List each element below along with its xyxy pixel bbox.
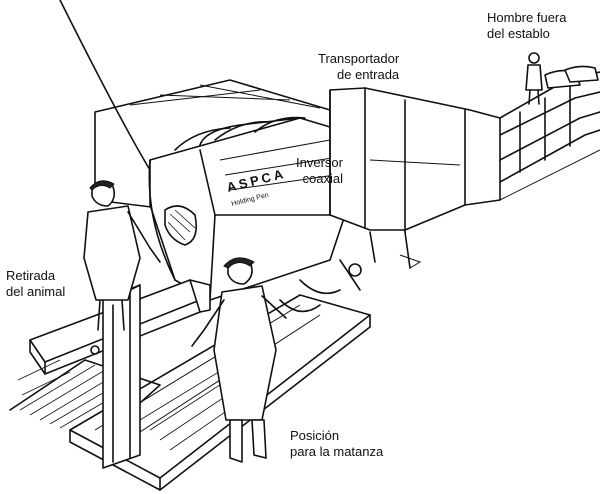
label-inversor-line2: coaxial bbox=[302, 171, 343, 186]
barn-roof-arc bbox=[59, 0, 151, 171]
label-posicion-line1: Posición bbox=[290, 428, 340, 443]
operator-killing-position bbox=[191, 257, 287, 463]
front-post bbox=[102, 284, 141, 469]
label-inversor: Inversor coaxial bbox=[296, 155, 343, 187]
label-transportador: Transportador de entrada bbox=[318, 51, 399, 83]
label-transportador-line1: Transportador bbox=[318, 51, 400, 66]
label-retirada-line1: Retirada bbox=[6, 268, 56, 283]
entrance-conveyor bbox=[329, 87, 501, 269]
man-outside-barn bbox=[525, 52, 599, 105]
label-retirada: Retirada del animal bbox=[6, 268, 65, 300]
label-hombre-fuera-line1: Hombre fuera bbox=[487, 10, 567, 25]
label-transportador-line2: de entrada bbox=[337, 67, 400, 82]
label-retirada-line2: del animal bbox=[6, 284, 66, 299]
operator-removal bbox=[83, 180, 161, 331]
drive-mechanism bbox=[279, 259, 362, 313]
label-hombre-fuera-line2: del establo bbox=[487, 26, 550, 41]
label-posicion: Posición para la matanza bbox=[290, 428, 383, 460]
label-inversor-line1: Inversor bbox=[296, 155, 343, 170]
holding-race-fence bbox=[499, 71, 600, 201]
label-hombre-fuera: Hombre fuera del establo bbox=[487, 10, 566, 42]
label-posicion-line2: para la matanza bbox=[290, 444, 384, 459]
coaxial-inverter-drum: ASPCA Holding Pen bbox=[148, 116, 346, 301]
